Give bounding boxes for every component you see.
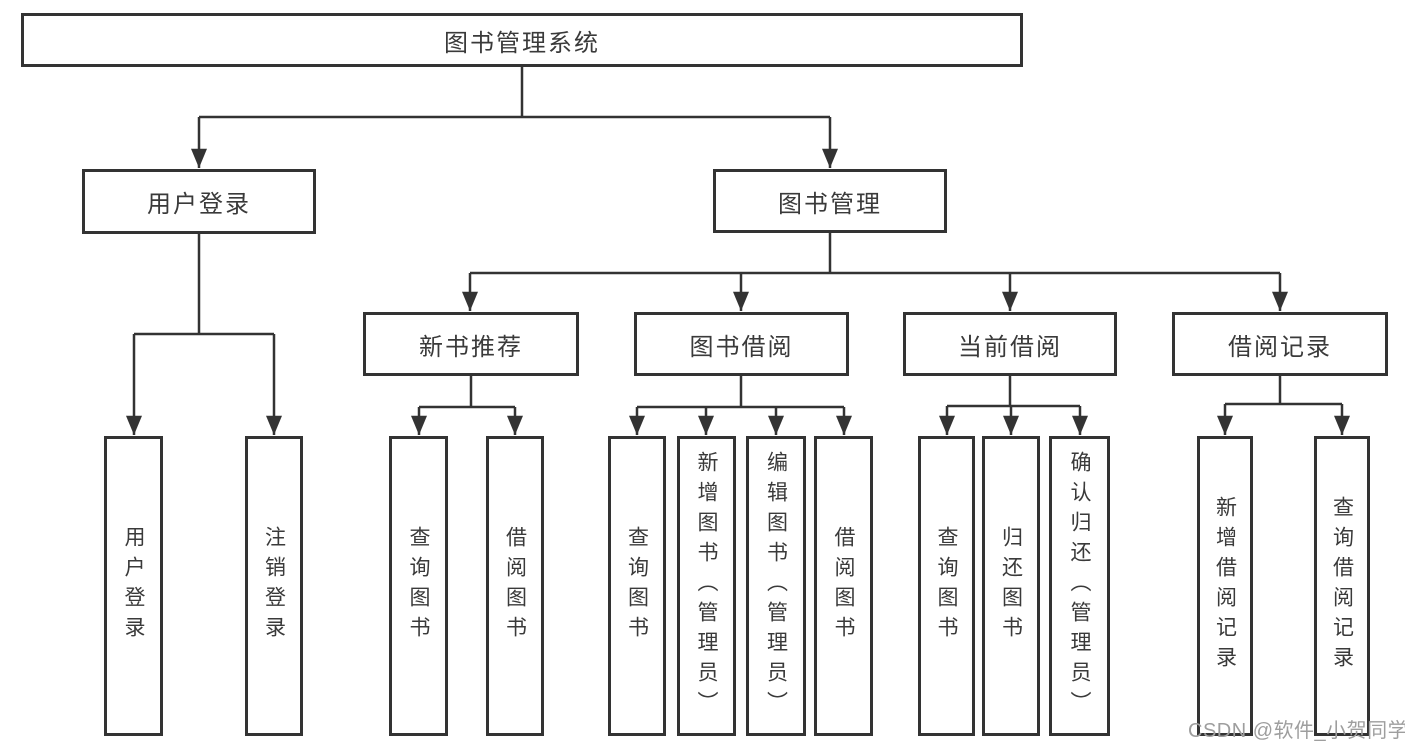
leaf-confirm-return-admin: 确认归还（管理员）	[1049, 436, 1110, 736]
leaf-query-books-current-label: 查询图书	[935, 526, 959, 646]
leaf-edit-books-admin-label: 编辑图书（管理员）	[764, 451, 788, 721]
leaf-add-borrow-record-label: 新增借阅记录	[1213, 496, 1237, 676]
leaf-add-books-admin-label: 新增图书（管理员）	[695, 451, 719, 721]
node-current-borrow: 当前借阅	[903, 312, 1117, 376]
leaf-query-books-recommend-label: 查询图书	[407, 526, 431, 646]
node-root: 图书管理系统	[21, 13, 1023, 67]
leaf-borrow-books-label: 借阅图书	[832, 526, 856, 646]
node-borrow-record: 借阅记录	[1172, 312, 1388, 376]
node-new-book-recommend: 新书推荐	[363, 312, 579, 376]
node-book-borrow-label: 图书借阅	[689, 333, 794, 361]
node-current-borrow-label: 当前借阅	[958, 333, 1062, 361]
leaf-query-books-current: 查询图书	[918, 436, 975, 736]
leaf-return-books-label: 归还图书	[999, 526, 1023, 646]
leaf-add-books-admin: 新增图书（管理员）	[677, 436, 736, 736]
leaf-add-borrow-record: 新增借阅记录	[1197, 436, 1253, 736]
node-book-borrow: 图书借阅	[634, 312, 849, 376]
node-root-label: 图书管理系统	[444, 29, 600, 57]
node-borrow-record-label: 借阅记录	[1228, 333, 1332, 361]
leaf-query-books-borrow: 查询图书	[608, 436, 666, 736]
leaf-confirm-return-admin-label: 确认归还（管理员）	[1068, 451, 1092, 721]
leaf-query-books-recommend: 查询图书	[389, 436, 448, 736]
leaf-edit-books-admin: 编辑图书（管理员）	[746, 436, 806, 736]
leaf-borrow-books-recommend: 借阅图书	[486, 436, 544, 736]
node-book-management-label: 图书管理	[778, 190, 882, 218]
leaf-borrow-books: 借阅图书	[814, 436, 873, 736]
leaf-query-books-borrow-label: 查询图书	[625, 526, 649, 646]
node-user-login-label: 用户登录	[147, 191, 251, 218]
leaf-user-login: 用户登录	[104, 436, 163, 736]
leaf-logout-login-label: 注销登录	[262, 526, 286, 646]
node-book-management: 图书管理	[713, 169, 947, 233]
leaf-borrow-books-recommend-label: 借阅图书	[503, 526, 527, 646]
leaf-user-login-label: 用户登录	[122, 526, 146, 646]
leaf-logout-login: 注销登录	[245, 436, 303, 736]
csdn-watermark: CSDN @软件_小贺同学	[1188, 720, 1405, 742]
node-user-login: 用户登录	[82, 169, 316, 234]
leaf-query-borrow-record: 查询借阅记录	[1314, 436, 1370, 736]
leaf-return-books: 归还图书	[982, 436, 1040, 736]
node-new-book-recommend-label: 新书推荐	[419, 333, 523, 361]
leaf-query-borrow-record-label: 查询借阅记录	[1330, 496, 1354, 676]
